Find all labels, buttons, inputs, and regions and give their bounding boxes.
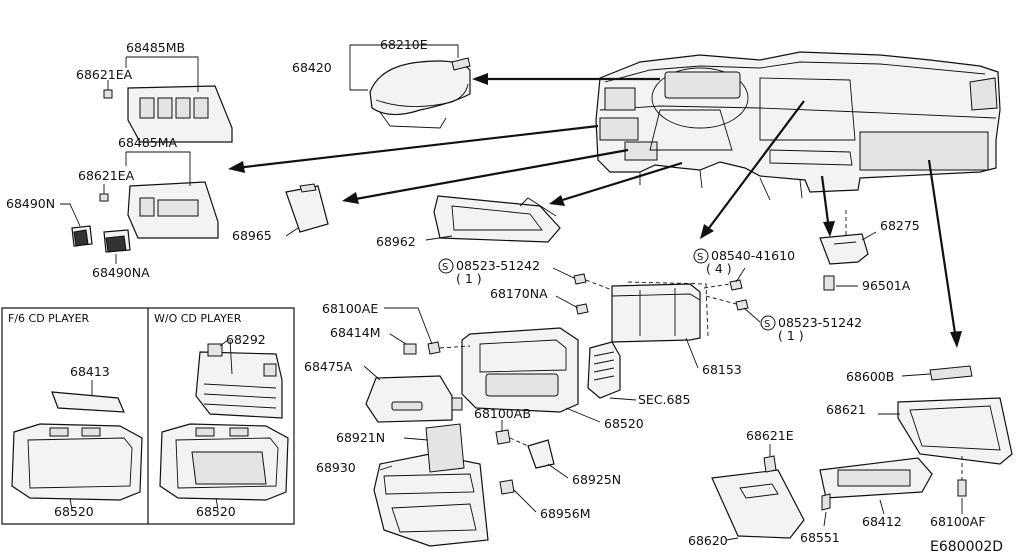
label-68621E: 68621E	[746, 428, 794, 443]
label-68490NA: 68490NA	[92, 265, 150, 280]
label-68925N: 68925N	[572, 472, 621, 487]
label-08523-right-qty: ( 1 )	[778, 328, 804, 343]
diagram-code: E680002D	[930, 539, 1003, 555]
screw-symbol-08523-right: S	[760, 315, 776, 331]
panel-arrows	[228, 73, 962, 348]
label-68962: 68962	[376, 234, 416, 249]
glove-box-group	[819, 365, 1013, 515]
label-SEC685: SEC.685	[638, 392, 690, 407]
label-68620: 68620	[688, 533, 728, 548]
label-08523-right-number: 08523-51242	[778, 315, 862, 330]
label-68412: 68412	[862, 514, 902, 529]
screw-symbol-letter: S	[697, 252, 703, 263]
finisher-68520-main	[384, 307, 637, 423]
label-68153: 68153	[702, 362, 742, 377]
label-68490N: 68490N	[6, 196, 55, 211]
label-08540-qty: ( 4 )	[706, 261, 732, 276]
label-68551: 68551	[800, 530, 840, 545]
glove-lid-68620	[711, 444, 831, 541]
audio-bracket-68153	[552, 267, 761, 369]
inset-right-title: W/O CD PLAYER	[154, 312, 242, 325]
label-68965: 68965	[232, 228, 272, 243]
label-68921N: 68921N	[336, 430, 385, 445]
label-68100AF: 68100AF	[930, 514, 986, 529]
label-08523-top-qty: ( 1 )	[456, 271, 482, 286]
label-68520-inset-left: 68520	[54, 504, 94, 519]
label-68621: 68621	[826, 402, 866, 417]
instrument-panel-assembly	[595, 51, 1001, 201]
label-68210E: 68210E	[380, 37, 428, 52]
clip-68100AB	[495, 420, 569, 479]
label-68475A: 68475A	[304, 359, 353, 374]
switch-68490	[60, 203, 131, 264]
bezel-68962	[425, 195, 561, 243]
label-68485MA: 68485MA	[118, 135, 178, 150]
label-68275: 68275	[880, 218, 920, 233]
cluster-lid-68420	[349, 44, 471, 129]
switch-panel-lower	[99, 151, 219, 239]
bracket-68275	[819, 210, 877, 291]
label-68621EA-mid: 68621EA	[78, 168, 135, 183]
inset-left-title: F/6 CD PLAYER	[8, 312, 90, 325]
label-68520-inset-right: 68520	[196, 504, 236, 519]
cover-68965	[285, 183, 329, 237]
screw-symbol-08523-top: S	[438, 258, 454, 274]
label-96501A: 96501A	[862, 278, 911, 293]
screw-symbol-letter: S	[764, 319, 770, 330]
label-68413: 68413	[70, 364, 110, 379]
label-68100AB: 68100AB	[474, 406, 531, 421]
screw-symbol-letter: S	[442, 262, 448, 273]
label-68292: 68292	[226, 332, 266, 347]
switch-panel-upper	[103, 56, 233, 143]
screw-symbol-08540: S	[693, 248, 709, 264]
label-68930: 68930	[316, 460, 356, 475]
label-68420: 68420	[292, 60, 332, 75]
label-68621EA-top: 68621EA	[76, 67, 133, 82]
label-68485MB: 68485MB	[126, 40, 185, 55]
label-68600B: 68600B	[846, 369, 894, 384]
label-68414M: 68414M	[330, 325, 381, 340]
callout-labels: 68485MB 68621EA 68485MA 68621EA 68490N 6…	[6, 37, 1003, 555]
console-68930	[373, 423, 537, 547]
label-08540-number: 08540-41610	[711, 248, 795, 263]
variant-inset	[1, 307, 295, 525]
pocket-68475A	[363, 365, 463, 423]
label-68170NA: 68170NA	[490, 286, 548, 301]
label-68100AE: 68100AE	[322, 301, 378, 316]
label-68956M: 68956M	[540, 506, 591, 521]
label-08523-top-number: 08523-51242	[456, 258, 540, 273]
label-68520-main: 68520	[604, 416, 644, 431]
